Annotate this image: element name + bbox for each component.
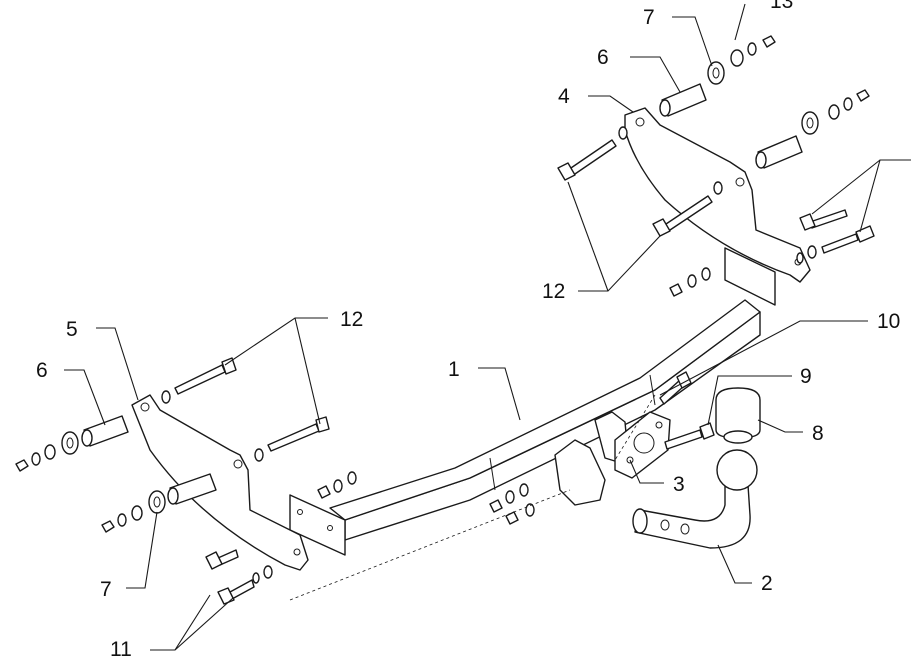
ball-cover-part-8 (715, 387, 761, 444)
left-bracket-part-5 (131, 394, 309, 571)
callout-2: 2 (761, 572, 773, 595)
right-bracket-part-4 (624, 107, 811, 283)
bolt-right-upper (557, 126, 628, 181)
leader-lines (64, 3, 911, 651)
socket-plate-part-3 (614, 411, 671, 479)
callout-6-right: 6 (597, 46, 609, 69)
callout-7-top: 7 (643, 6, 655, 29)
nut-cluster-center-left (317, 471, 357, 499)
spacer-tube-left-upper (81, 415, 129, 447)
bolt-right-lower (652, 181, 723, 237)
crossbar-part-1 (289, 247, 776, 556)
callout-6-left: 6 (36, 359, 48, 382)
callout-11: 11 (110, 638, 132, 656)
callout-1: 1 (448, 358, 460, 381)
callout-12-left: 12 (340, 308, 363, 331)
washer-stack-left-lower (101, 490, 166, 533)
bolt-part-9 (664, 422, 715, 450)
bolt-right-side-pair (796, 209, 875, 264)
callout-9: 9 (800, 365, 812, 388)
spacer-tube-right-lower (755, 135, 803, 169)
bolt-lower-left-pair-11 (205, 549, 273, 605)
callout-5: 5 (66, 318, 78, 341)
callout-12-right: 12 (542, 280, 565, 303)
callout-7-bottom: 7 (100, 578, 112, 601)
towball-neck-part-2 (632, 449, 758, 549)
spacer-tube-right-upper (659, 83, 707, 117)
washer-stack-left-upper (15, 431, 79, 472)
bolt-left-upper (161, 357, 237, 404)
bolt-left-lower (254, 416, 330, 462)
nut-cluster-bottom-center (489, 483, 535, 525)
callout-10: 10 (877, 310, 900, 333)
callout-8: 8 (812, 422, 824, 445)
spacer-tube-left-lower (167, 473, 217, 505)
washer-stack-right-upper (707, 35, 776, 85)
callout-4: 4 (558, 85, 570, 108)
callout-13: 13 (770, 0, 793, 13)
callout-3: 3 (673, 473, 685, 496)
nut-cluster-center-right (669, 267, 711, 297)
washer-stack-right-lower (801, 89, 870, 135)
